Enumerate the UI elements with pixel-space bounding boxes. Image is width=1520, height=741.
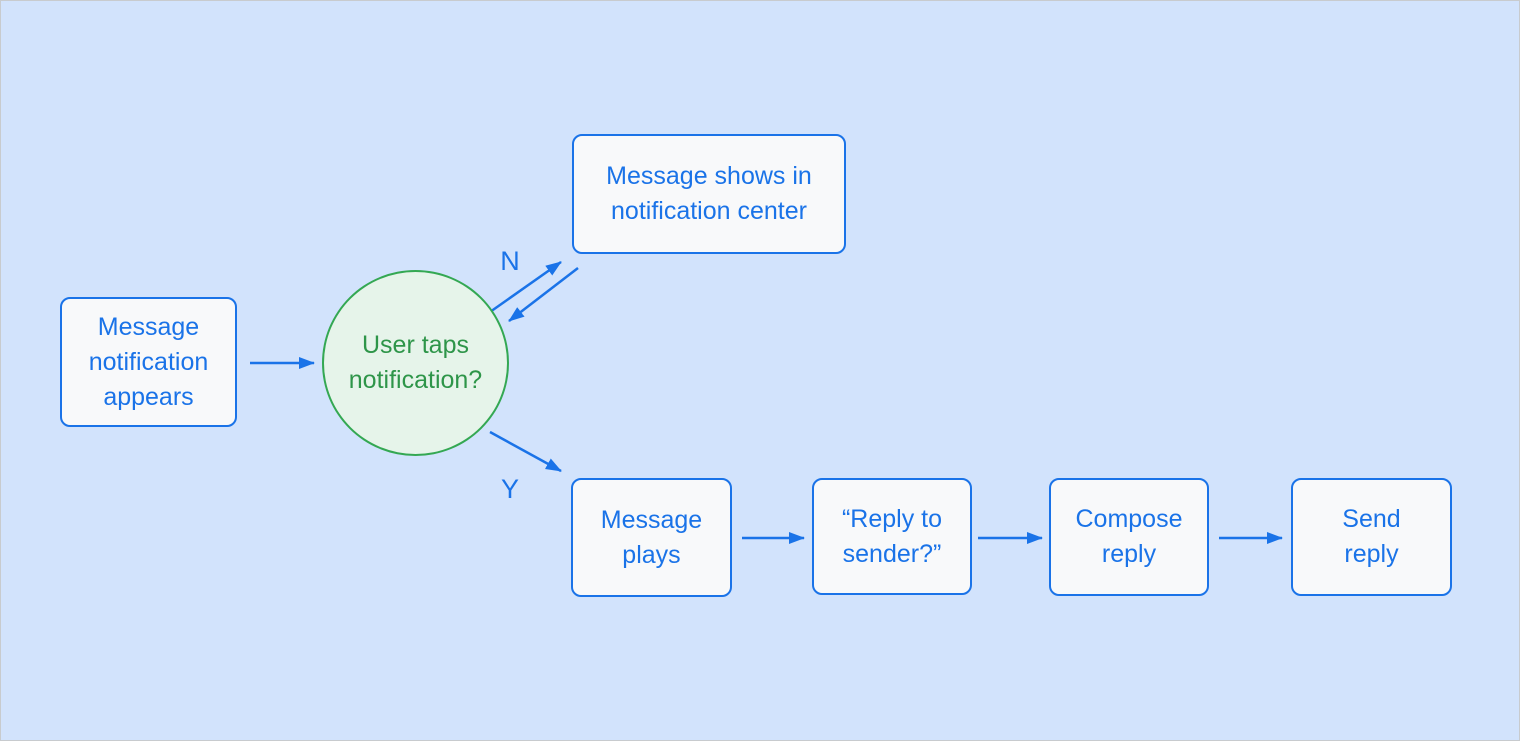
edge-decision-to-notification-center [489,260,562,314]
node-reply-to-sender: “Reply to sender?” [812,478,972,595]
node-message-notification-appears: Message notification appears [60,297,237,427]
node-reply-to-sender-label: “Reply to sender?” [841,504,943,568]
node-message-plays-label: Message plays [600,505,703,569]
node-message-shows-in-notification-center: Message shows in notification center [572,134,846,254]
node-message-shows-in-notification-center-label: Message shows in notification center [606,162,812,225]
node-send-reply-label: Send reply [1342,505,1401,568]
node-user-taps-notification-label: User taps notification? [348,331,483,394]
node-send-reply: Send reply [1291,478,1452,596]
edge-notification-center-to-decision [508,267,579,322]
node-compose-reply-label: Compose reply [1075,505,1183,568]
node-user-taps-notification-decision: User taps notification? [322,270,509,456]
node-compose-reply: Compose reply [1049,478,1209,596]
edge-label-no: N [500,246,520,276]
node-message-notification-appears-label: Message notification appears [88,312,209,411]
node-message-plays: Message plays [571,478,732,597]
edge-decision-to-message-plays [489,430,562,473]
edge-label-yes: Y [500,474,519,504]
